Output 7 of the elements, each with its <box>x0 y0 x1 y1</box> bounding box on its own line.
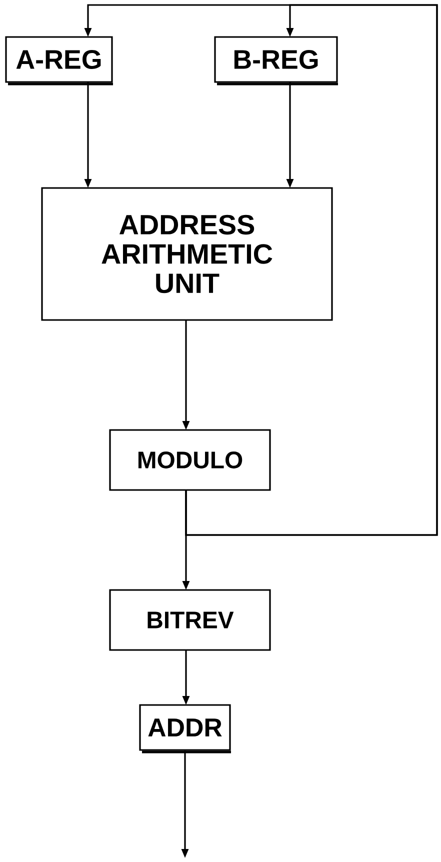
process-box: BITREV <box>109 589 271 651</box>
process-box: ADDRESS ARITHMETIC UNIT <box>41 187 333 321</box>
arrow <box>185 4 438 536</box>
process-box: MODULO <box>109 429 271 491</box>
register-box: A-REG <box>5 36 113 86</box>
register-box: ADDR <box>139 704 231 754</box>
register-box: B-REG <box>214 36 338 86</box>
